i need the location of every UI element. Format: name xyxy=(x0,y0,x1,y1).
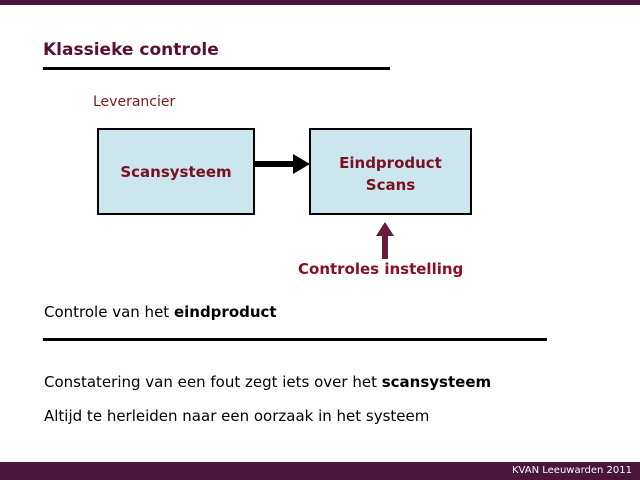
footer-text: KVAN Leeuwarden 2011 xyxy=(511,465,632,476)
divider xyxy=(43,338,547,341)
up-arrow-icon xyxy=(376,222,394,259)
right-arrow-icon xyxy=(255,154,310,174)
slide-title: Klassieke controle xyxy=(43,40,219,60)
text-line-2: Constatering van een fout zegt iets over… xyxy=(44,373,492,391)
title-underline xyxy=(43,67,390,70)
bottom-bar xyxy=(0,462,640,480)
end-product-label: Eindproduct xyxy=(339,154,442,172)
text-line-3: Altijd te herleiden naar een oorzaak in … xyxy=(44,407,430,425)
top-bar xyxy=(0,0,640,5)
text-line-1: Controle van het eindproduct xyxy=(44,303,277,321)
scan-system-label: Scansysteem xyxy=(120,162,232,181)
scan-system-box: Scansysteem xyxy=(97,128,255,215)
control-setting-label: Controles instelling xyxy=(298,260,464,278)
supplier-label: Leverancier xyxy=(93,94,176,110)
scans-label: Scans xyxy=(365,176,416,194)
